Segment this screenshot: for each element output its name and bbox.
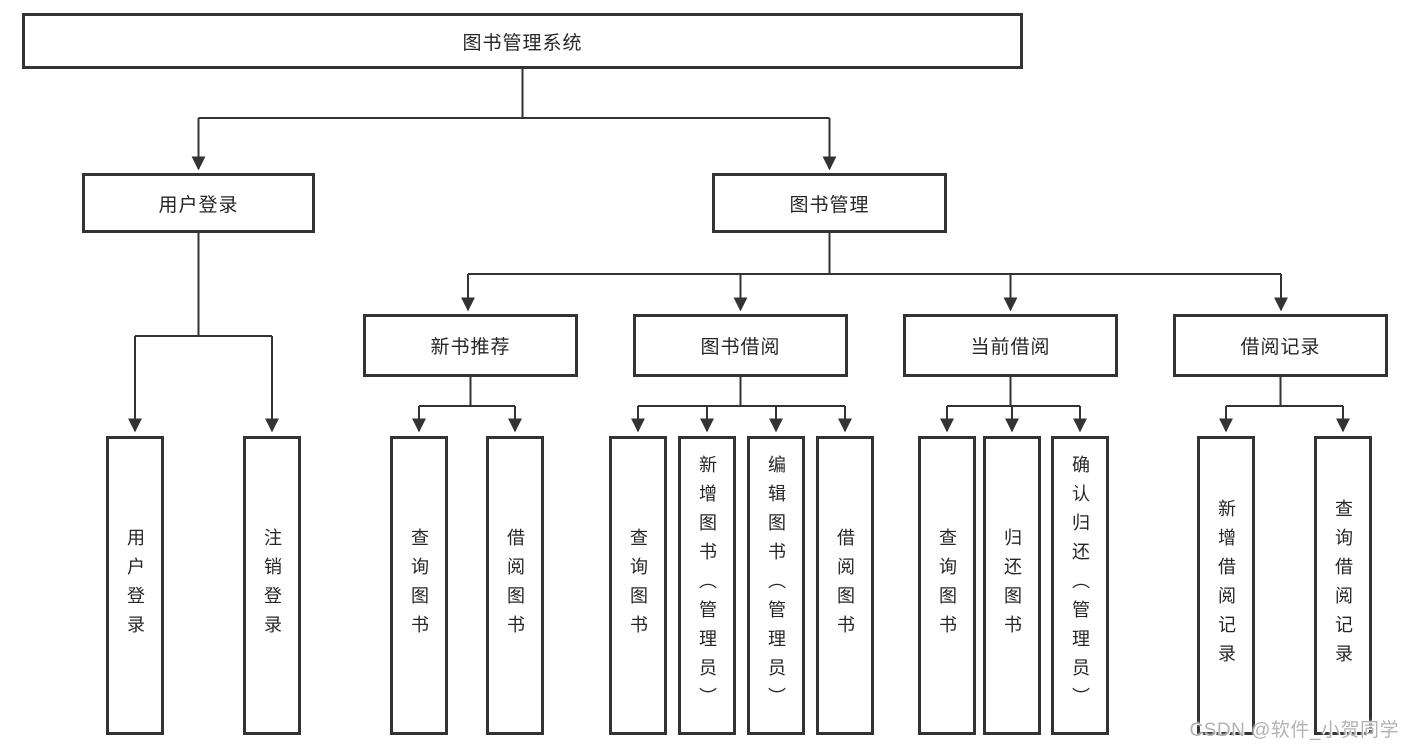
leaf-rec-query-books: 查询图书 — [390, 436, 448, 735]
node-user-login: 用户登录 — [82, 173, 315, 233]
node-label: 当前借阅 — [970, 337, 1051, 358]
connector-recommendation-branch — [419, 377, 515, 407]
leaf-label: 编辑图书（管理员） — [766, 455, 786, 716]
node-current-borrowing: 当前借阅 — [903, 314, 1118, 377]
leaf-records-add-record: 新增借阅记录 — [1197, 436, 1255, 735]
leaf-label: 新增借阅记录 — [1216, 498, 1236, 673]
leaf-label: 归还图书 — [1002, 527, 1022, 644]
connector-borrowing-branch — [638, 377, 845, 407]
connector-user-login-branch — [135, 233, 272, 337]
leaf-borrow-add-books-admin: 新增图书（管理员） — [678, 436, 736, 735]
leaf-logout: 注销登录 — [243, 436, 301, 735]
leaf-label: 借阅图书 — [505, 527, 525, 644]
node-book-management-system: 图书管理系统 — [22, 13, 1023, 69]
leaf-label: 确认归还（管理员） — [1070, 455, 1090, 716]
node-label: 图书管理系统 — [462, 32, 583, 54]
csdn-watermark: CSDN @软件_小贺同学 — [1189, 720, 1399, 741]
leaf-label: 借阅图书 — [835, 527, 855, 644]
connector-current-branch — [947, 377, 1080, 407]
leaf-label: 用户登录 — [125, 527, 145, 644]
leaf-label: 注销登录 — [262, 527, 282, 644]
node-label: 用户登录 — [158, 194, 239, 216]
leaf-label: 新增图书（管理员） — [697, 455, 717, 716]
node-label: 借阅记录 — [1240, 337, 1321, 358]
leaf-label: 查询借阅记录 — [1333, 498, 1353, 673]
node-label: 图书管理 — [789, 194, 870, 216]
connector-book-management-branch — [468, 233, 1281, 275]
connector-records-branch — [1226, 377, 1343, 407]
leaf-current-return-books: 归还图书 — [983, 436, 1041, 735]
leaf-label: 查询图书 — [628, 527, 648, 644]
leaf-current-confirm-return-admin: 确认归还（管理员） — [1051, 436, 1109, 735]
node-borrowing-records: 借阅记录 — [1173, 314, 1388, 377]
connector-root-branch — [198, 69, 830, 119]
node-book-borrowing: 图书借阅 — [633, 314, 848, 377]
leaf-label: 查询图书 — [937, 527, 957, 644]
node-label: 图书借阅 — [700, 337, 781, 358]
leaf-borrow-query-books: 查询图书 — [609, 436, 667, 735]
leaf-current-query-books: 查询图书 — [918, 436, 976, 735]
leaf-records-query-record: 查询借阅记录 — [1314, 436, 1372, 735]
leaf-user-login: 用户登录 — [106, 436, 164, 735]
node-label: 新书推荐 — [430, 337, 511, 358]
leaf-borrow-borrow-books: 借阅图书 — [816, 436, 874, 735]
leaf-borrow-edit-books-admin: 编辑图书（管理员） — [747, 436, 805, 735]
node-book-management: 图书管理 — [712, 173, 947, 233]
leaf-rec-borrow-books: 借阅图书 — [486, 436, 544, 735]
node-new-book-recommendation: 新书推荐 — [363, 314, 578, 377]
leaf-label: 查询图书 — [409, 527, 429, 644]
